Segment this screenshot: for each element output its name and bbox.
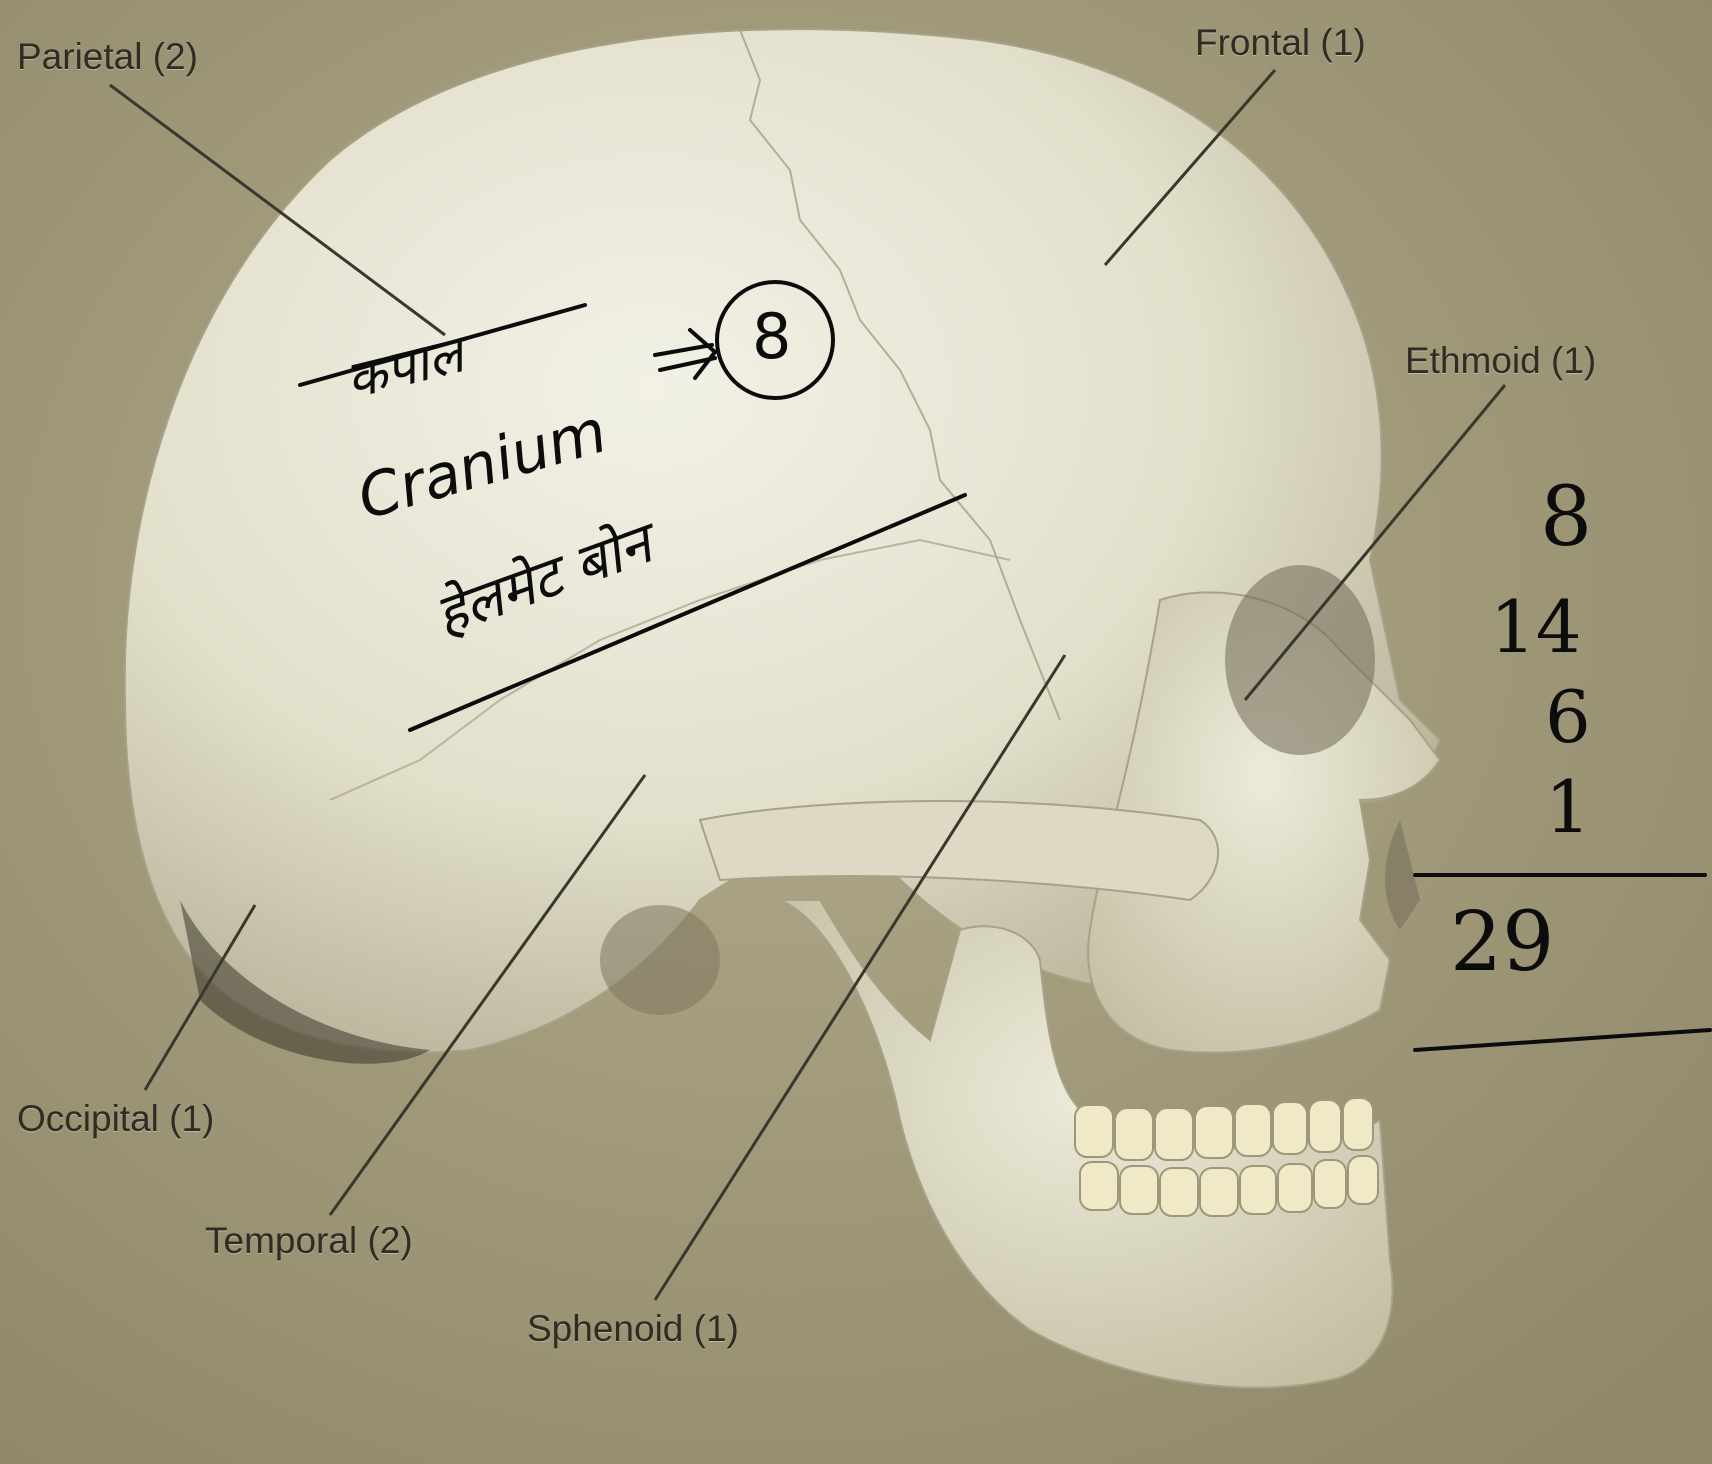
label-parietal: Parietal (2) xyxy=(17,36,198,78)
tally-value-3: 6 xyxy=(1545,675,1591,759)
tally-value-1: 8 xyxy=(1540,470,1592,565)
label-frontal: Frontal (1) xyxy=(1195,22,1366,64)
eye-orbit xyxy=(1225,565,1375,755)
label-occipital: Occipital (1) xyxy=(17,1098,214,1140)
label-sphenoid: Sphenoid (1) xyxy=(527,1308,739,1350)
tally-total: 29 xyxy=(1450,895,1554,990)
label-temporal: Temporal (2) xyxy=(205,1220,413,1262)
tally-value-2: 14 xyxy=(1490,585,1582,669)
handwriting-cranium-count: 8 xyxy=(752,300,791,373)
label-ethmoid: Ethmoid (1) xyxy=(1405,340,1596,382)
tally-value-4: 1 xyxy=(1545,765,1591,849)
ear-canal xyxy=(600,905,720,1015)
